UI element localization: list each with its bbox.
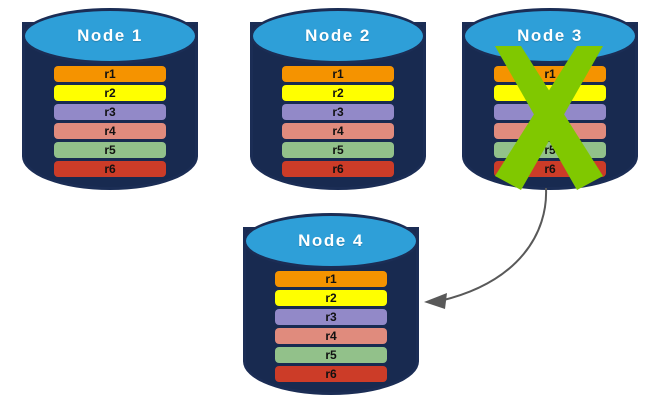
record-r3: r3 bbox=[53, 104, 167, 120]
record-r2: r2 bbox=[281, 85, 395, 101]
record-r4: r4 bbox=[274, 328, 388, 344]
node-1-cylinder-top bbox=[22, 8, 198, 64]
record-r4: r4 bbox=[281, 123, 395, 139]
record-r6: r6 bbox=[53, 161, 167, 177]
record-r2: r2 bbox=[493, 85, 607, 101]
record-r6: r6 bbox=[281, 161, 395, 177]
node-1[interactable]: Node 1 r1 r2 r3 r4 r5 r6 bbox=[22, 8, 198, 190]
record-r4: r4 bbox=[53, 123, 167, 139]
record-r3: r3 bbox=[281, 104, 395, 120]
record-r6: r6 bbox=[493, 161, 607, 177]
record-r2: r2 bbox=[274, 290, 388, 306]
node-4-cylinder-top bbox=[243, 213, 419, 269]
record-r1: r1 bbox=[53, 66, 167, 82]
record-r2: r2 bbox=[53, 85, 167, 101]
node-2[interactable]: Node 2 r1 r2 r3 r4 r5 r6 bbox=[250, 8, 426, 190]
node-2-cylinder-top bbox=[250, 8, 426, 64]
record-r5: r5 bbox=[493, 142, 607, 158]
node-3[interactable]: Node 3 r1 r2 r3 r4 r5 r6 bbox=[462, 8, 638, 190]
node-3-records: r1 r2 r3 r4 r5 r6 bbox=[462, 66, 638, 177]
node-1-records: r1 r2 r3 r4 r5 r6 bbox=[22, 66, 198, 177]
record-r1: r1 bbox=[493, 66, 607, 82]
record-r6: r6 bbox=[274, 366, 388, 382]
node-2-records: r1 r2 r3 r4 r5 r6 bbox=[250, 66, 426, 177]
node-3-cylinder-top bbox=[462, 8, 638, 64]
record-r3: r3 bbox=[274, 309, 388, 325]
node-4-records: r1 r2 r3 r4 r5 r6 bbox=[243, 271, 419, 382]
record-r3: r3 bbox=[493, 104, 607, 120]
record-r4: r4 bbox=[493, 123, 607, 139]
record-r5: r5 bbox=[281, 142, 395, 158]
node-4[interactable]: Node 4 r1 r2 r3 r4 r5 r6 bbox=[243, 213, 419, 395]
record-r1: r1 bbox=[274, 271, 388, 287]
record-r5: r5 bbox=[274, 347, 388, 363]
record-r5: r5 bbox=[53, 142, 167, 158]
record-r1: r1 bbox=[281, 66, 395, 82]
